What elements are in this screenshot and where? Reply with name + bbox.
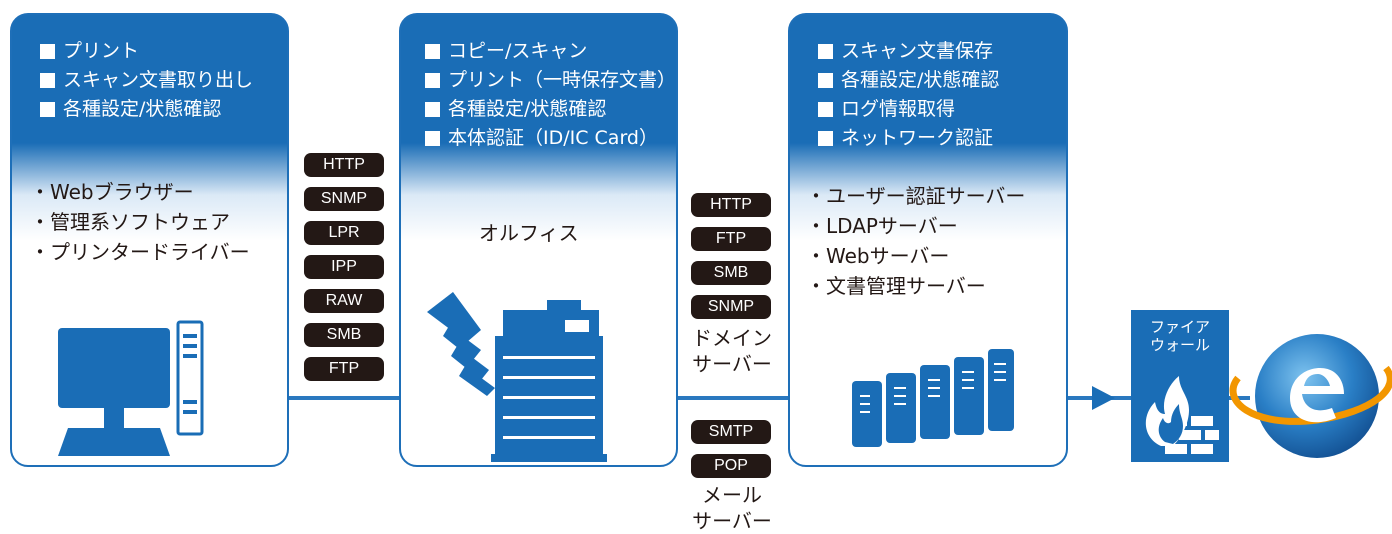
feature-item: プリント（一時保存文書）	[425, 66, 676, 95]
software-item: ・プリンタードライバー	[30, 240, 250, 264]
protocol-badge: HTTP	[691, 193, 771, 217]
protocol-badge: SNMP	[691, 295, 771, 319]
square-bullet-icon	[818, 102, 833, 117]
square-bullet-icon	[40, 73, 55, 88]
firewall-label: ファイア ウォール	[1149, 318, 1210, 354]
protocol-badge: SMB	[304, 323, 384, 347]
protocol-badge: SNMP	[304, 187, 384, 211]
arrow-right-firewall	[1092, 386, 1115, 410]
server-type-list: ・ユーザー認証サーバー ・LDAPサーバー ・Webサーバー ・文書管理サーバー	[806, 181, 1025, 301]
feature-item: 各種設定/状態確認	[818, 66, 999, 95]
feature-item: 各種設定/状態確認	[40, 95, 253, 124]
protocol-badge: HTTP	[304, 153, 384, 177]
square-bullet-icon	[425, 131, 440, 146]
domain-server-label: ドメイン サーバー	[692, 326, 772, 376]
server-item: ・LDAPサーバー	[806, 214, 958, 238]
pc-feature-list: プリント スキャン文書取り出し 各種設定/状態確認	[40, 37, 253, 124]
server-rack-icon	[852, 349, 1014, 447]
feature-item: 各種設定/状態確認	[425, 95, 676, 124]
protocol-badge: RAW	[304, 289, 384, 313]
square-bullet-icon	[40, 102, 55, 117]
server-item: ・文書管理サーバー	[806, 274, 986, 298]
mail-server-label: メール サーバー	[692, 483, 772, 533]
protocol-badge: IPP	[304, 255, 384, 279]
protocol-badge: FTP	[691, 227, 771, 251]
feature-item: コピー/スキャン	[425, 37, 676, 66]
server-item: ・Webサーバー	[806, 244, 950, 268]
square-bullet-icon	[425, 73, 440, 88]
feature-item: ログ情報取得	[818, 95, 999, 124]
feature-item: スキャン文書取り出し	[40, 66, 253, 95]
mfp-panel: コピー/スキャン プリント（一時保存文書） 各種設定/状態確認 本体認証（ID/…	[399, 13, 678, 467]
software-item: ・Webブラウザー	[30, 180, 194, 204]
protocol-badge: FTP	[304, 357, 384, 381]
client-pc-panel: プリント スキャン文書取り出し 各種設定/状態確認 ・Webブラウザー ・管理系…	[10, 13, 289, 467]
desktop-computer-icon	[58, 320, 204, 456]
firewall-flame-icon	[1145, 376, 1219, 454]
multifunction-printer-icon	[427, 292, 607, 462]
square-bullet-icon	[818, 131, 833, 146]
feature-item: 本体認証（ID/IC Card）	[425, 124, 676, 153]
square-bullet-icon	[818, 73, 833, 88]
software-item: ・管理系ソフトウェア	[30, 210, 230, 234]
pc-software-list: ・Webブラウザー ・管理系ソフトウェア ・プリンタードライバー	[30, 177, 250, 267]
server-item: ・ユーザー認証サーバー	[806, 184, 1026, 208]
server-panel: スキャン文書保存 各種設定/状態確認 ログ情報取得 ネットワーク認証 ・ユーザー…	[788, 13, 1068, 467]
protocol-badge: LPR	[304, 221, 384, 245]
feature-item: プリント	[40, 37, 253, 66]
mfp-product-label: オルフィス	[479, 221, 579, 245]
internet-globe-icon	[1229, 334, 1392, 458]
square-bullet-icon	[425, 102, 440, 117]
square-bullet-icon	[425, 44, 440, 59]
mfp-feature-list: コピー/スキャン プリント（一時保存文書） 各種設定/状態確認 本体認証（ID/…	[425, 37, 676, 153]
protocol-badge: SMB	[691, 261, 771, 285]
firewall-box: ファイア ウォール	[1131, 310, 1229, 462]
protocol-badge: SMTP	[691, 420, 771, 444]
feature-item: スキャン文書保存	[818, 37, 999, 66]
feature-item: ネットワーク認証	[818, 124, 999, 153]
square-bullet-icon	[818, 44, 833, 59]
server-feature-list: スキャン文書保存 各種設定/状態確認 ログ情報取得 ネットワーク認証	[818, 37, 999, 153]
square-bullet-icon	[40, 44, 55, 59]
protocol-badge: POP	[691, 454, 771, 478]
